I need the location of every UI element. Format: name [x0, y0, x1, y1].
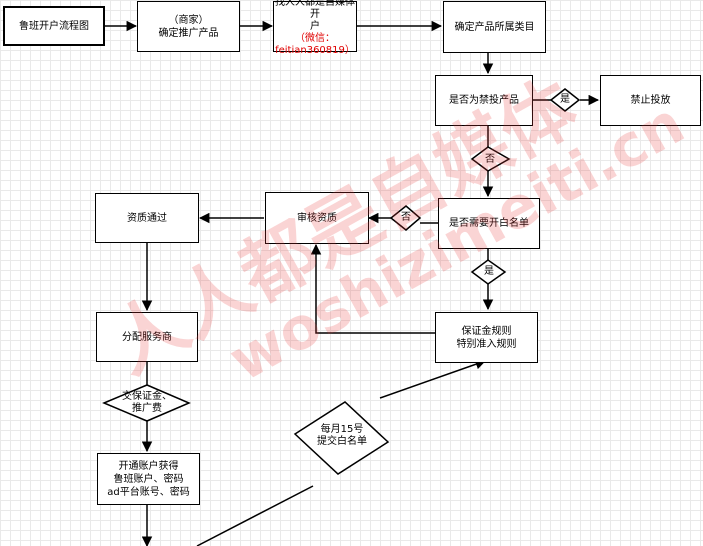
node-start: 鲁班开户流程图 — [3, 6, 105, 46]
node-start-label: 鲁班开户流程图 — [19, 20, 89, 32]
node-review-label: 审核资质 — [297, 212, 337, 224]
node-rules: 保证金规则 特别准入规则 — [435, 312, 538, 363]
node-merchant-product: （商家） 确定推广产品 — [137, 1, 240, 52]
node-banned-check: 是否为禁投产品 — [435, 75, 533, 126]
label-monthly-line2: 提交白名单 — [317, 436, 367, 447]
node-media-line2: 户 — [310, 20, 320, 32]
node-whitelist-check: 是否需要开白名单 — [438, 198, 540, 249]
label-monthly: 每月15号 提交白名单 — [306, 421, 378, 451]
node-media-line4: feitian360819） — [275, 44, 355, 56]
decision-diamond-fee — [102, 384, 191, 422]
label-fee-line2: 推广费 — [132, 403, 162, 414]
node-stop: 禁止投放 — [600, 75, 701, 126]
node-merchant-line2: 确定推广产品 — [158, 27, 219, 39]
node-media-account: 找人人都是自媒体开 户 （微信： feitian360819） — [273, 0, 357, 56]
node-open-line1: 开通账户获得 — [118, 460, 179, 472]
node-passed: 资质通过 — [95, 193, 199, 243]
label-yes-stop: 是 — [560, 94, 570, 105]
decision-diamond-no-banned — [470, 146, 511, 172]
node-category-label: 确定产品所属类目 — [454, 21, 535, 33]
node-whitelist-check-label: 是否需要开白名单 — [449, 218, 529, 229]
decision-diamond-yes-whitelist — [470, 259, 507, 285]
edge-rules-to-review — [310, 243, 435, 334]
decision-diamond-no-whitelist — [389, 205, 422, 231]
node-passed-label: 资质通过 — [127, 212, 167, 224]
node-rules-line1: 保证金规则 — [461, 325, 512, 337]
node-open-line2: 鲁班账户、密码 — [113, 473, 184, 485]
node-banned-check-label: 是否为禁投产品 — [449, 95, 519, 106]
edge-monthly-diamond-to-rules — [379, 359, 486, 399]
label-no-banned: 否 — [485, 154, 495, 165]
node-stop-label: 禁止投放 — [630, 95, 671, 106]
node-assign-label: 分配服务商 — [122, 331, 172, 343]
decision-diamond-yes-stop — [549, 88, 581, 112]
node-media-line1: 找人人都是自媒体开 — [275, 0, 355, 20]
node-merchant-line1: （商家） — [168, 14, 209, 26]
node-open-account: 开通账户获得 鲁班账户、密码 ad平台账号、密码 — [97, 453, 200, 505]
node-assign: 分配服务商 — [96, 312, 198, 362]
node-open-line3: ad平台账号、密码 — [107, 486, 190, 498]
node-review: 审核资质 — [265, 192, 369, 244]
label-monthly-line1: 每月15号 — [320, 424, 364, 435]
label-yes-whitelist: 是 — [484, 266, 494, 277]
node-media-line3: （微信： — [295, 32, 335, 44]
node-rules-line2: 特别准入规则 — [456, 338, 517, 350]
label-fee-line1: 交保证金、 — [122, 391, 172, 402]
node-category: 确定产品所属类目 — [443, 1, 546, 53]
edge-bottom-to-monthly-diamond — [196, 485, 314, 546]
label-no-whitelist: 否 — [401, 212, 411, 223]
label-fee: 交保证金、 推广费 — [110, 389, 184, 417]
decision-diamond-monthly — [293, 401, 390, 475]
